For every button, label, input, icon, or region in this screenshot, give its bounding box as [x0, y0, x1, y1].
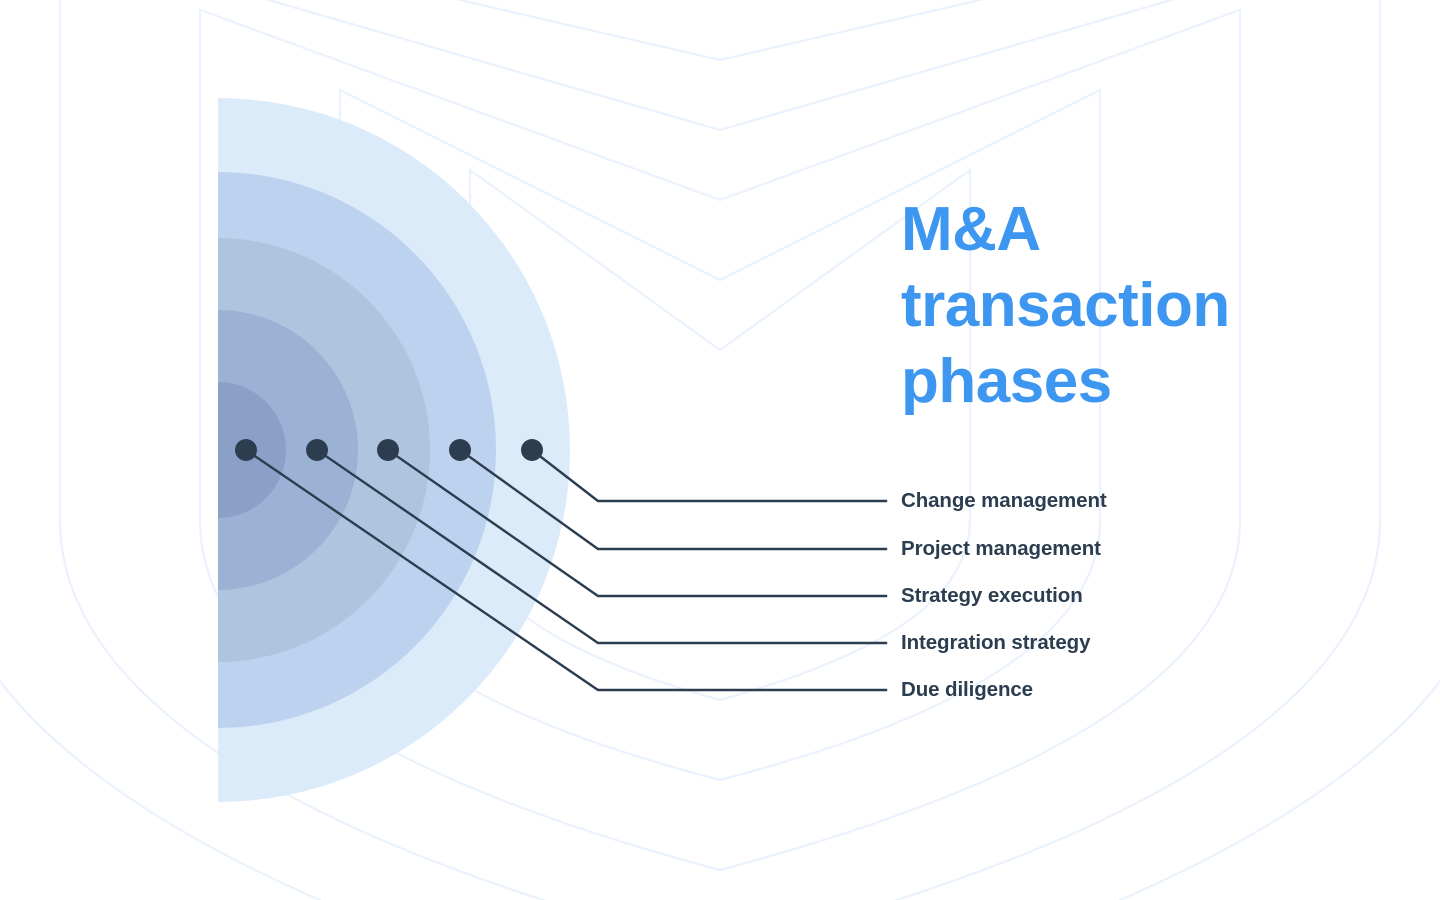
phase-label-strategy-execution: Strategy execution — [901, 584, 1083, 607]
phase-label-integration-strategy: Integration strategy — [901, 631, 1091, 654]
phase-label-list: Change management Project management Str… — [901, 0, 1321, 900]
phase-dot-due-diligence — [235, 439, 257, 461]
leader-line-project-management — [458, 448, 888, 551]
phase-dot-strategy-execution — [377, 439, 399, 461]
page-title: M&A transaction phases — [901, 195, 1230, 416]
phase-dot-integration-strategy — [306, 439, 328, 461]
phase-label-change-management: Change management — [901, 489, 1107, 512]
leader-line-change-management — [530, 448, 888, 503]
leader-line-integration-strategy — [315, 448, 888, 645]
phase-dot-project-management — [449, 439, 471, 461]
ring-2-integration-strategy — [218, 310, 358, 590]
leader-line-strategy-execution — [386, 448, 888, 598]
phase-label-due-diligence: Due diligence — [901, 678, 1033, 701]
phase-label-project-management: Project management — [901, 537, 1101, 560]
phase-dot-change-management — [521, 439, 543, 461]
leader-line-due-diligence — [244, 448, 888, 692]
